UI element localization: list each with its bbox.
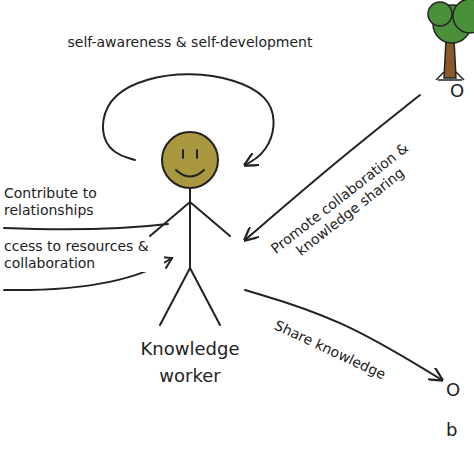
organization-node: O [420, 0, 474, 101]
leader-line [4, 224, 168, 229]
connector-arrow [103, 74, 274, 165]
organization-node: O b [442, 370, 470, 449]
leader-arrows [4, 224, 172, 290]
edge-label: Promote collaboration & knowledge sharin… [256, 131, 433, 280]
node-label: O b [446, 370, 466, 449]
stick-figure [150, 132, 230, 325]
edge-label: Share knowledge [270, 316, 390, 384]
node-label: Knowledge worker [135, 335, 245, 389]
connector-arrow [245, 290, 442, 380]
node-label: O [450, 80, 474, 101]
edge-label: self-awareness & self-development [66, 34, 315, 51]
arrow-label: ccess to resources & collaboration [4, 238, 164, 272]
arrow-label: Contribute to relationships [4, 185, 134, 219]
tree-icon [428, 0, 474, 80]
